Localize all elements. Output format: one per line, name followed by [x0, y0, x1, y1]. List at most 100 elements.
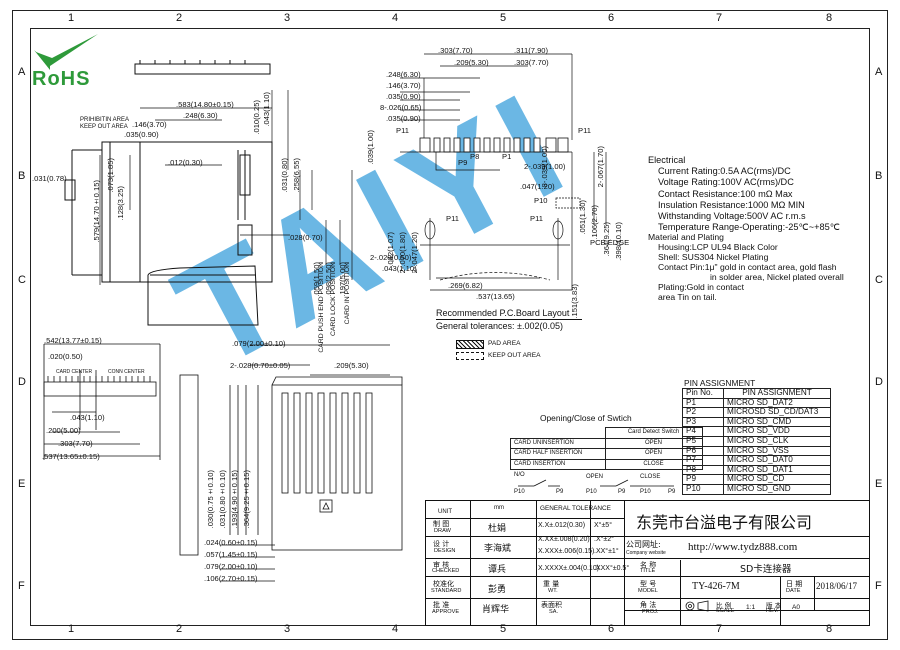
col-label: 1 — [68, 623, 75, 635]
col-label: 4 — [392, 623, 399, 635]
dim-label: .537(13.65) — [476, 292, 515, 301]
row-label: B — [18, 170, 26, 182]
col-label: 4 — [392, 12, 399, 24]
pin-label: P1 — [502, 152, 512, 161]
role-name: 彭勇 — [488, 585, 507, 595]
unit-value: mm — [494, 505, 504, 511]
electrical-title: Electrical — [648, 155, 686, 165]
switch-label: OPEN — [586, 474, 604, 480]
column-header: Pin No. — [682, 388, 724, 399]
name-cn: 名 称 — [640, 561, 657, 569]
dim-label: .303(7.70) — [514, 58, 549, 67]
spec-line: area Tin on tail. — [658, 292, 717, 302]
pin-function: MICROSD SD_CD/DAT3 — [723, 407, 831, 418]
table-row: CARD INSERTION CLOSE — [510, 458, 703, 470]
dim-label: .035(0.90) — [124, 130, 159, 139]
spec-line: Housing:LCP UL94 Black Color — [658, 242, 778, 252]
dim-label: 2-.067(1.70) — [596, 146, 605, 188]
model-cn: 型 号 — [640, 580, 657, 588]
switch-label: P10 — [640, 489, 651, 495]
pin-label: P11 — [530, 214, 543, 223]
role-en: CHECKED — [432, 568, 460, 574]
spec-line: Temperature Range-Operating:-25℃~+85℃ — [658, 222, 841, 233]
dim-label: .035(0.90) — [386, 92, 421, 101]
dim-label: .106(2.70±0.15) — [204, 574, 258, 583]
grid-line — [425, 576, 870, 577]
tolerance-angular: .X°±2° — [594, 536, 614, 543]
dim-label: .364(9.25±0.15) — [242, 470, 251, 529]
pin-label: P11 — [446, 214, 459, 223]
tolerance-linear: X.XX±.008(0.20) — [538, 536, 590, 543]
col-label: 6 — [608, 623, 615, 635]
dim-label: .020(0.50) — [48, 352, 83, 361]
dim-label: .128(3.25) — [116, 186, 125, 221]
switch-title: Opening/Close of Swtich — [540, 413, 632, 423]
date-value: 2018/06/17 — [816, 581, 858, 591]
col-label: 5 — [500, 12, 507, 24]
dim-label: .047(1.20) — [520, 182, 555, 191]
grid-line — [425, 518, 624, 519]
role-cn: 校准化 — [433, 580, 454, 588]
switch-label: N/O — [514, 472, 525, 478]
switch-label: CLOSE — [640, 474, 661, 480]
row-label: F — [875, 580, 882, 592]
rev-value: A0 — [792, 604, 801, 611]
dim-label: .043(1.10) — [262, 92, 271, 127]
pin-no: P5 — [682, 435, 724, 447]
website-url[interactable]: http://www.tydz888.com — [688, 541, 798, 553]
dim-label: 2-.020(0.50) — [370, 253, 412, 262]
dim-label: .537(13.65±0.15) — [42, 452, 100, 461]
dim-label: 2-.039(1.00) — [524, 162, 566, 171]
spec-line: Withstanding Voltage:500V AC r.m.s — [658, 211, 806, 222]
pin-no: P7 — [682, 455, 724, 466]
weight-en: WT. — [548, 588, 558, 594]
row-label: E — [875, 478, 883, 490]
dim-label: .209(5.30) — [334, 361, 369, 370]
rohs-text: RoHS — [32, 68, 91, 90]
spec-line: Voltage Rating:100V AC(rms)/DC — [658, 177, 794, 188]
dim-label: .200(5.00) — [46, 426, 81, 435]
role-cn: 批 准 — [433, 601, 450, 609]
legend-label: PAD AREA — [488, 340, 521, 347]
col-label: 7 — [716, 12, 723, 24]
pin-label: P11 — [578, 126, 591, 135]
role-name: 李海斌 — [484, 544, 512, 554]
row-label: D — [18, 376, 26, 388]
col-label: 5 — [500, 623, 507, 635]
grid-line — [680, 560, 681, 626]
switch-state: CARD UNINSERTION — [510, 437, 606, 449]
weight-cn: 重 量 — [543, 580, 560, 588]
title-block — [425, 500, 870, 626]
name-en: TITLE — [640, 568, 656, 574]
unit-label: UNIT — [438, 509, 452, 515]
col-label: 2 — [176, 623, 183, 635]
electrical-specs: Electrical Current Rating:0.5A AC(rms)/D… — [648, 155, 840, 233]
area-label: PRIHIBITIN AREA — [80, 117, 130, 123]
spec-line: Insulation Resistance:1000 MΩ MIN — [658, 199, 805, 210]
role-cn: 设 计 — [433, 540, 450, 548]
tolerance-angular: X°±5° — [594, 522, 613, 529]
scale-cn: 比 例 — [716, 602, 732, 610]
material-specs: Material and Plating Housing:LCP UL94 Bl… — [648, 232, 844, 302]
switch-label: P10 — [514, 489, 525, 495]
dim-label: .151(3.83) — [570, 284, 579, 319]
rev-cn: 版 本 — [766, 602, 782, 610]
grid-line — [425, 536, 870, 537]
switch-label: P9 — [668, 489, 676, 495]
top-view-drawing — [179, 344, 403, 582]
surface-en: SA. — [549, 609, 559, 615]
row-label: D — [875, 376, 883, 388]
dim-label: .258(6.55) — [292, 158, 301, 193]
material-title: Material and Plating — [648, 232, 724, 242]
switch-table: Card Detect Switch CARD UNINSERTION OPEN… — [510, 427, 703, 470]
proj-en: PROJ. — [642, 609, 659, 615]
scale-en: SCALE — [716, 608, 735, 614]
col-label: 7 — [716, 623, 723, 635]
date-cn: 日 期 — [786, 580, 803, 588]
date-en: DATE — [786, 588, 801, 594]
row-label: C — [875, 274, 883, 286]
